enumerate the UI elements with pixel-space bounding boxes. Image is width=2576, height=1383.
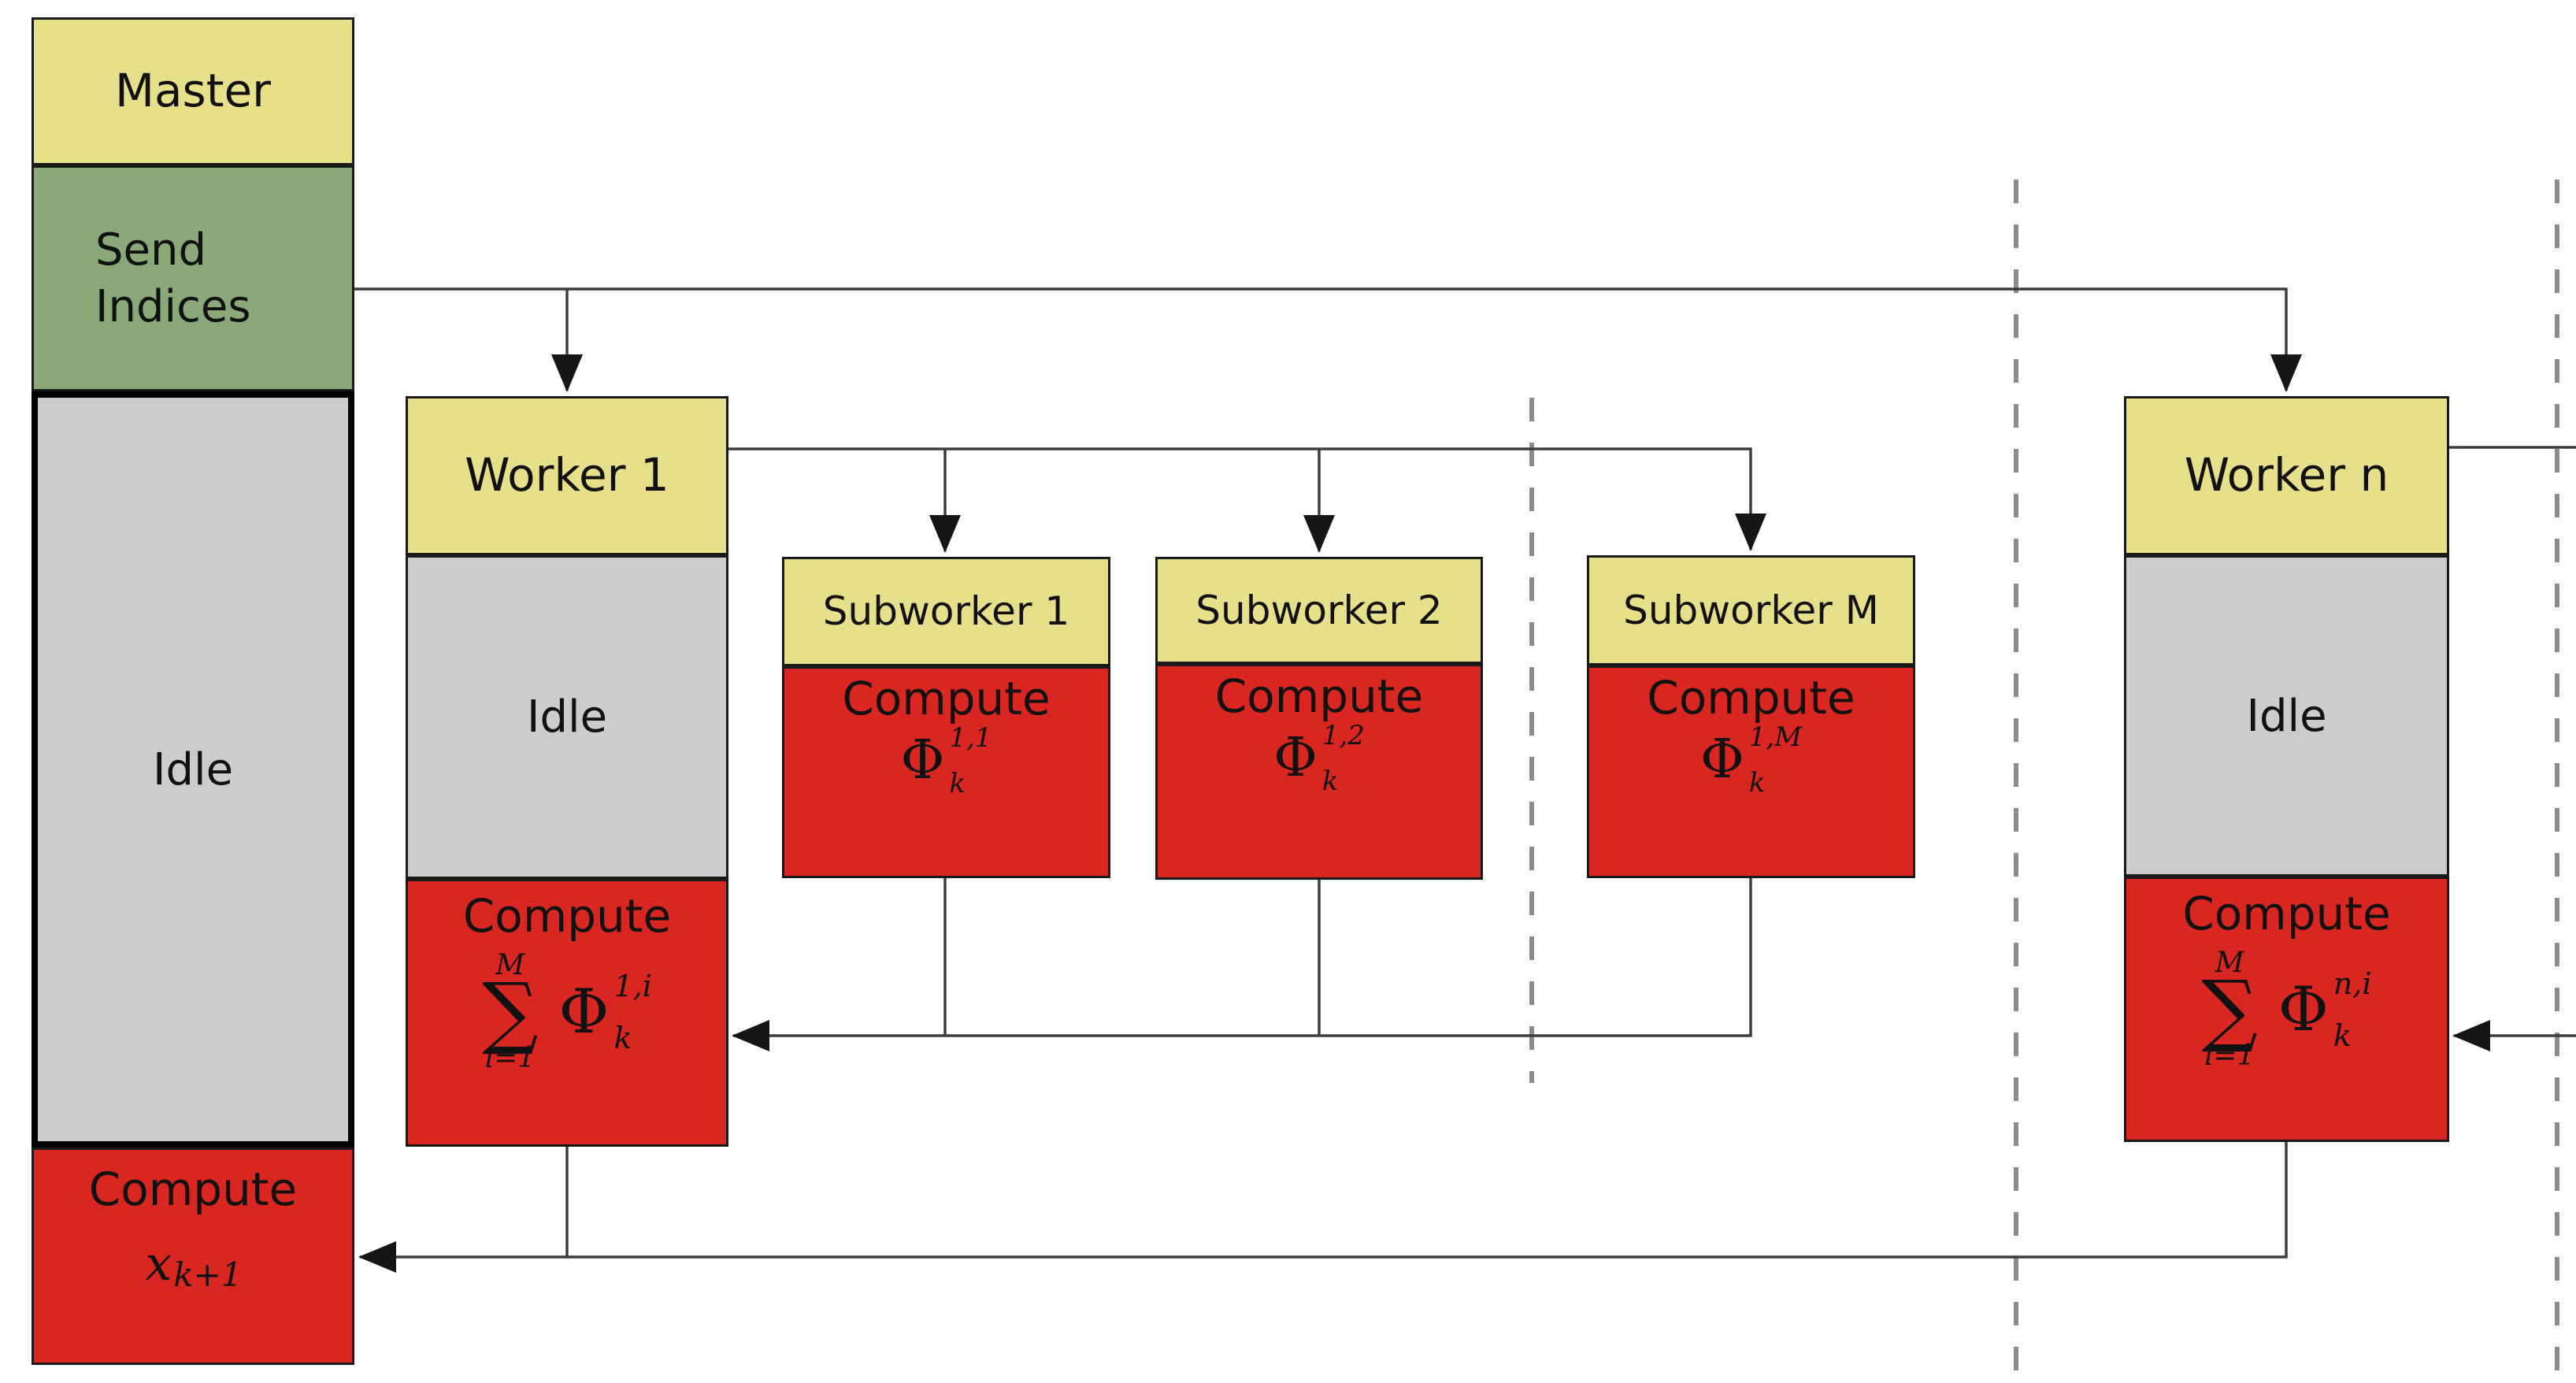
sum-upper-limit: M <box>2215 946 2244 979</box>
phi-subscript: k <box>1321 765 1339 797</box>
phi-superscript: 1,2 <box>1321 719 1365 751</box>
subworker1-compute-box: Compute Φ 1,1 k <box>782 666 1110 878</box>
master-send-indices-label: Send Indices <box>95 224 251 332</box>
subworker2-compute-label: Compute <box>1214 669 1424 723</box>
send-indices-line <box>354 287 2302 392</box>
worker-n-title-box: Worker n <box>2124 396 2449 555</box>
phi-term: Φ 1,i k <box>559 971 652 1053</box>
worker1-idle-box: Idle <box>406 555 728 879</box>
sum-lower-limit: i=1 <box>2203 1039 2255 1072</box>
worker-n-compute-box: Compute M ∑ i=1 Φ n,i k <box>2124 877 2449 1142</box>
worker-n-compute-label: Compute <box>2182 887 2391 940</box>
sum-upper-limit: M <box>495 948 525 981</box>
master-send-indices-box: Send Indices <box>32 165 354 391</box>
worker1-idle-label: Idle <box>526 692 608 743</box>
phi-subscript: k <box>613 1020 632 1055</box>
subworker2-title-box: Subworker 2 <box>1155 557 1483 664</box>
phi-subscript: k <box>949 767 966 799</box>
subworkerM-title-box: Subworker M <box>1587 555 1915 666</box>
master-compute-label: Compute <box>88 1162 298 1216</box>
sigma-glyph: ∑ <box>2201 962 2258 1055</box>
worker-n-idle-box: Idle <box>2124 555 2449 877</box>
phi-scripts: 1,1 k <box>949 725 991 797</box>
phi-superscript: n,i <box>2333 966 2372 1001</box>
worker1-dispatch-line <box>728 447 1766 551</box>
x-subscript: k+1 <box>173 1255 243 1294</box>
phi-glyph: Φ <box>2278 973 2329 1045</box>
subworker2-title: Subworker 2 <box>1195 587 1443 633</box>
worker1-title-box: Worker 1 <box>406 396 728 555</box>
phi-scripts: n,i k <box>2333 969 2372 1051</box>
phi-glyph: Φ <box>1273 726 1318 789</box>
subworker1-title: Subworker 1 <box>822 588 1070 634</box>
summation-symbol: M ∑ i=1 <box>2201 946 2258 1072</box>
subworker1-formula: Φ 1,1 k <box>901 725 992 797</box>
sum-lower-limit: i=1 <box>484 1041 536 1074</box>
phi-superscript: 1,1 <box>949 721 992 754</box>
worker-n-sum-formula: M ∑ i=1 Φ n,i k <box>2201 946 2372 1072</box>
phi-scripts: 1,2 k <box>1322 722 1365 795</box>
worker-n-title: Worker n <box>2184 448 2389 502</box>
sigma-glyph: ∑ <box>482 965 539 1058</box>
subworkerM-compute-label: Compute <box>1647 671 1855 725</box>
phi-superscript: 1,i <box>613 968 652 1003</box>
phi-subscript: k <box>2333 1018 2352 1053</box>
subworker2-formula: Φ 1,2 k <box>1273 722 1365 795</box>
phi-term: Φ n,i k <box>2278 969 2372 1051</box>
phi-glyph: Φ <box>1699 728 1744 791</box>
phi-glyph: Φ <box>558 976 610 1047</box>
worker1-compute-label: Compute <box>462 889 672 943</box>
x-variable: x <box>145 1236 172 1292</box>
phi-superscript: 1,M <box>1748 721 1802 753</box>
master-idle-label: Idle <box>152 743 234 795</box>
phi-glyph: Φ <box>900 729 945 792</box>
summation-symbol: M ∑ i=1 <box>482 951 538 1073</box>
phi-subscript: k <box>1748 766 1766 799</box>
subworker-collector-line <box>732 878 1752 1051</box>
worker1-sum-formula: M ∑ i=1 Φ 1,i k <box>482 951 652 1073</box>
subworker2-compute-box: Compute Φ 1,2 k <box>1155 664 1483 880</box>
subworker1-compute-label: Compute <box>842 672 1051 725</box>
master-title-box: Master <box>32 17 354 165</box>
subworkerM-formula: Φ 1,M k <box>1700 724 1802 796</box>
subworkerM-compute-box: Compute Φ 1,M k <box>1587 666 1915 878</box>
master-idle-box: Idle <box>32 391 354 1148</box>
worker1-compute-box: Compute M ∑ i=1 Φ 1,i k <box>406 879 728 1147</box>
worker-result-collector <box>358 1142 2288 1273</box>
phi-scripts: 1,M k <box>1749 724 1802 796</box>
phi-scripts: 1,i k <box>613 971 651 1053</box>
subworkerM-title: Subworker M <box>1623 587 1879 633</box>
worker-n-idle-label: Idle <box>2246 690 2327 742</box>
worker1-title: Worker 1 <box>465 448 669 502</box>
master-title: Master <box>114 64 272 118</box>
subworker1-title-box: Subworker 1 <box>782 557 1110 666</box>
